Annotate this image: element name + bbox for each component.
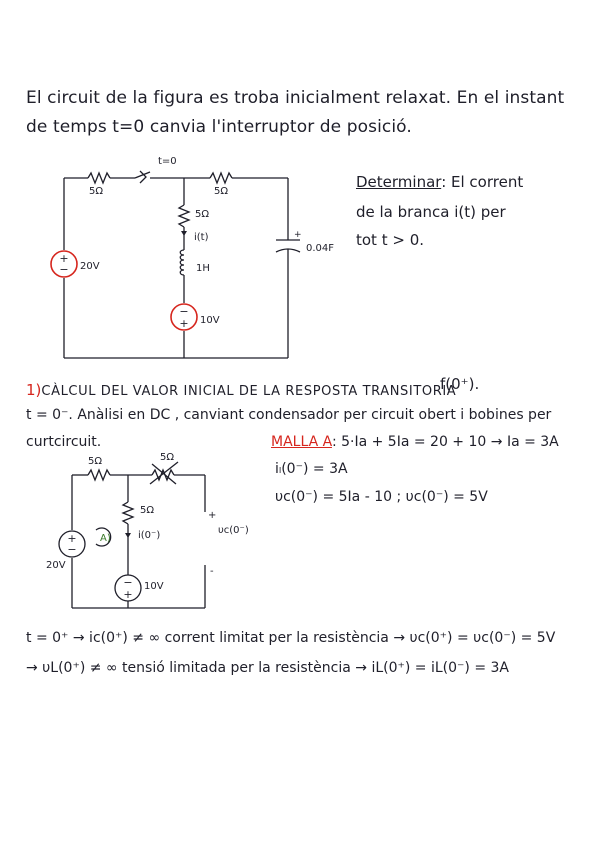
capacitor-label: 0.04F bbox=[306, 243, 335, 254]
c2-resistor-left-label: 5Ω bbox=[88, 456, 103, 467]
task-line-1: Determinar: El corrent bbox=[356, 173, 523, 191]
conclusion-line-1: t = 0⁺ → ic(0⁺) ≠ ∞ corrent limitat per … bbox=[26, 630, 556, 646]
svg-text:+: + bbox=[179, 317, 188, 330]
c2-vc-label: υc(0⁻) bbox=[218, 525, 249, 536]
inductor-label: 1H bbox=[196, 263, 210, 274]
current-arrow-2 bbox=[125, 533, 131, 538]
svg-text:+: + bbox=[67, 532, 76, 545]
task-line-1-rest: : El corrent bbox=[441, 173, 524, 191]
resistor-left-label: 5Ω bbox=[89, 186, 104, 197]
intro-line-2: de temps t=0 canvia l'interruptor de pos… bbox=[26, 117, 412, 137]
section-1-heading: 1)CÀLCUL DEL VALOR INICIAL DE LA RESPOST… bbox=[26, 380, 456, 399]
c2-minus: - bbox=[210, 566, 214, 577]
resistor-left-2 bbox=[87, 468, 111, 482]
capacitor-plus: + bbox=[294, 230, 302, 240]
mesh-arrow bbox=[95, 527, 112, 547]
svg-text:−: − bbox=[123, 576, 132, 589]
resistor-left-1 bbox=[87, 171, 111, 185]
task-heading: Determinar bbox=[356, 173, 442, 191]
current-label: i(t) bbox=[194, 232, 209, 243]
source-20v-label: 20V bbox=[80, 261, 100, 272]
switch-blade bbox=[134, 171, 151, 179]
svg-text:−: − bbox=[67, 543, 76, 556]
intro-line-1: El circuit de la figura es troba inicial… bbox=[26, 88, 565, 108]
task-line-3: tot t > 0. bbox=[356, 231, 425, 249]
c2-source-10v-label: 10V bbox=[144, 581, 164, 592]
current-arrow-1 bbox=[181, 231, 187, 236]
malla-equation-line: MALLA A: 5·Ia + 5Ia = 20 + 10 → Ia = 3A bbox=[271, 434, 559, 450]
section-1-line-1: t = 0⁻. Anàlisi en DC , canviant condens… bbox=[26, 407, 552, 423]
voltage-source-20v-1 bbox=[50, 250, 78, 278]
c2-mesh-label: A) bbox=[100, 533, 111, 544]
vc-initial: υc(0⁻) = 5Ia - 10 ; υc(0⁻) = 5V bbox=[275, 489, 488, 505]
resistor-right-2-crossed bbox=[151, 468, 175, 482]
resistor-right-label: 5Ω bbox=[214, 186, 229, 197]
c2-resistor-middle-label: 5Ω bbox=[140, 505, 155, 516]
voltage-source-20v-2 bbox=[58, 530, 86, 558]
svg-text:−: − bbox=[59, 263, 68, 276]
malla-label: MALLA A bbox=[271, 434, 332, 450]
switch-contact bbox=[139, 170, 147, 184]
conclusion-line-2: → υL(0⁺) ≠ ∞ tensió limitada per la resi… bbox=[26, 660, 510, 676]
svg-text:+: + bbox=[123, 588, 132, 601]
section-1-title: CÀLCUL DEL VALOR INICIAL DE LA RESPOSTA … bbox=[41, 384, 457, 399]
resistor-middle-1 bbox=[177, 204, 191, 228]
svg-text:−: − bbox=[179, 305, 188, 318]
source-10v-label: 10V bbox=[200, 315, 220, 326]
inductor-coil-1 bbox=[179, 249, 185, 276]
voltage-source-10v-2 bbox=[114, 574, 142, 602]
resistor-middle-label: 5Ω bbox=[195, 209, 210, 220]
c2-plus: + bbox=[208, 510, 217, 521]
malla-equation: : 5·Ia + 5Ia = 20 + 10 → Ia = 3A bbox=[331, 434, 559, 450]
il-initial: iₗ(0⁻) = 3A bbox=[275, 461, 348, 477]
c2-current-label: i(0⁻) bbox=[138, 530, 161, 541]
task-line-2: de la branca i(t) per bbox=[356, 203, 506, 221]
resistor-right-1 bbox=[209, 171, 233, 185]
section-1-line-2: curtcircuit. bbox=[26, 434, 102, 450]
svg-text:+: + bbox=[59, 252, 68, 265]
voltage-source-10v-1 bbox=[170, 303, 198, 331]
resistor-middle-2 bbox=[121, 501, 135, 525]
c2-resistor-right-label: 5Ω bbox=[160, 452, 175, 463]
section-1-f-label: f(0⁺). bbox=[440, 375, 480, 393]
c2-source-20v-label: 20V bbox=[46, 560, 66, 571]
switch-label: t=0 bbox=[158, 156, 177, 167]
section-1-number: 1) bbox=[26, 381, 42, 399]
